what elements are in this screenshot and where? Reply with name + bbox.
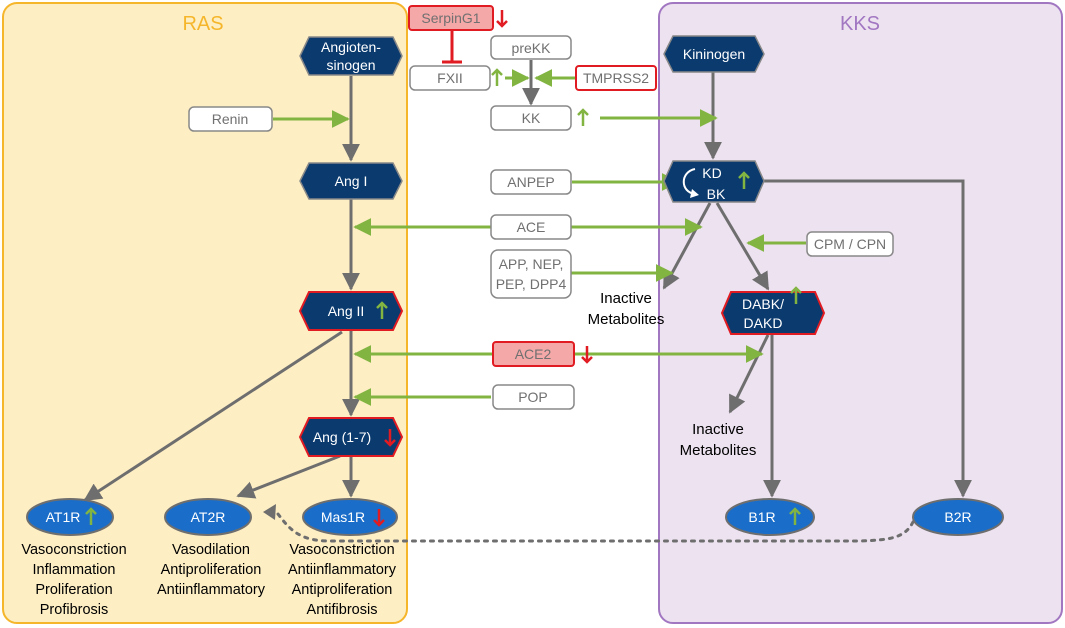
ace2-label: ACE2 — [515, 346, 552, 362]
at1r-label: AT1R — [46, 509, 81, 525]
node-kininogen: Kininogen — [663, 35, 765, 73]
serping1-down-regulation-icon — [496, 10, 508, 28]
box-anpep: ANPEP — [490, 169, 572, 195]
mas1r-effect-4: Antifibrosis — [307, 602, 378, 618]
receptor-b2r: B2R — [912, 498, 1004, 536]
ace-label: ACE — [517, 219, 546, 235]
ang2-label: Ang II — [328, 303, 365, 319]
effects-at2r: Vasodilation Antiproliferation Antiinfla… — [157, 542, 266, 598]
effects-mas1r: Vasoconstriction Antiinflammatory Antipr… — [288, 542, 397, 618]
app-line2: PEP, DPP4 — [496, 276, 567, 292]
box-fxii: FXII — [409, 65, 491, 91]
box-renin: Renin — [188, 106, 273, 132]
at1r-effect-1: Vasoconstriction — [21, 542, 126, 558]
at1r-up-regulation-icon — [85, 507, 97, 525]
box-app-nep: APP, NEP, PEP, DPP4 — [490, 249, 572, 299]
inactive-metabolites-2-line1: Inactive — [692, 421, 744, 438]
dotted-link-b2r-at2r — [276, 512, 915, 543]
ang2-up-regulation-icon — [376, 301, 388, 319]
receptor-at1r: AT1R — [26, 498, 114, 536]
node-angiotensinogen: Angioten- sinogen — [299, 36, 403, 76]
mas1r-effect-3: Antiproliferation — [292, 582, 393, 598]
box-cpm-cpn: CPM / CPN — [806, 231, 894, 257]
angiotensinogen-line2: sinogen — [326, 57, 375, 73]
at1r-effect-2: Inflammation — [32, 562, 115, 578]
kd-label: KD — [702, 165, 721, 181]
ang17-label: Ang (1-7) — [313, 429, 371, 445]
serping1-label: SerpinG1 — [421, 10, 480, 26]
kdbk-up-regulation-icon — [738, 171, 750, 189]
receptor-mas1r: Mas1R — [302, 498, 398, 536]
mas1r-label: Mas1R — [321, 509, 365, 525]
inactive-metabolites-1-line2: Metabolites — [588, 311, 665, 328]
dabk-line2: DAKD — [744, 315, 783, 331]
conversion-arrowhead-icon — [690, 189, 699, 198]
regulation-marks — [85, 10, 802, 527]
dotted-arrowhead — [263, 504, 276, 520]
box-pop: POP — [492, 384, 575, 410]
kk-up-regulation-icon — [577, 108, 589, 126]
at1r-effect-4: Profibrosis — [40, 602, 109, 618]
fxii-up-regulation-icon — [491, 68, 503, 86]
at1r-effect-3: Proliferation — [35, 582, 112, 598]
ang17-down-regulation-icon — [384, 429, 396, 447]
anpep-label: ANPEP — [507, 174, 554, 190]
box-serping1: SerpinG1 — [408, 5, 494, 31]
fxii-label: FXII — [437, 70, 463, 86]
arrow-kdbk-b2r — [764, 179, 972, 498]
tmprss2-label: TMPRSS2 — [583, 70, 649, 86]
box-ace2: ACE2 — [492, 341, 575, 367]
box-prekk: preKK — [490, 35, 572, 60]
b1r-label: B1R — [748, 509, 775, 525]
receptor-at2r: AT2R — [164, 498, 252, 536]
at2r-label: AT2R — [191, 509, 226, 525]
box-tmprss2: TMPRSS2 — [575, 65, 657, 91]
kks-title: KKS — [840, 13, 880, 35]
ang1-label: Ang I — [335, 173, 368, 189]
b1r-up-regulation-icon — [789, 507, 801, 525]
receptor-b1r: B1R — [725, 498, 815, 536]
node-ang1: Ang I — [299, 162, 403, 200]
mas1r-down-regulation-icon — [373, 509, 385, 527]
box-ace: ACE — [490, 214, 572, 240]
cpm-label: CPM / CPN — [814, 236, 886, 252]
node-kdbk: KD BK — [663, 160, 765, 203]
at2r-effect-3: Antiinflammatory — [157, 582, 266, 598]
app-line1: APP, NEP, — [499, 256, 564, 272]
arrow-kdbk-dabk — [715, 202, 770, 291]
arrow-ang2-at1r — [83, 330, 343, 502]
kininogen-label: Kininogen — [683, 46, 745, 62]
renin-label: Renin — [212, 111, 249, 127]
inactive-metabolites-2-line2: Metabolites — [680, 442, 757, 459]
kk-label: KK — [522, 110, 541, 126]
b2r-label: B2R — [944, 509, 971, 525]
at2r-effect-1: Vasodilation — [172, 542, 250, 558]
mas1r-effect-2: Antiinflammatory — [288, 562, 397, 578]
box-kk: KK — [490, 105, 572, 131]
angiotensinogen-line1: Angioten- — [321, 39, 381, 55]
node-ang17: Ang (1-7) — [298, 417, 404, 457]
effects-at1r: Vasoconstriction Inflammation Proliferat… — [21, 542, 126, 618]
bk-label: BK — [707, 186, 726, 202]
inactive-metabolites-1-line1: Inactive — [600, 290, 652, 307]
mas1r-effect-1: Vasoconstriction — [289, 542, 394, 558]
kks-region — [658, 2, 1063, 624]
node-dabk-dakd: DABK/ DAKD — [720, 291, 826, 335]
dabk-up-regulation-icon — [790, 286, 802, 304]
pop-label: POP — [518, 389, 548, 405]
node-ang2: Ang II — [298, 291, 404, 331]
prekk-label: preKK — [512, 40, 552, 56]
ace2-down-regulation-icon — [581, 346, 593, 364]
arrow-ang17-at2r — [236, 454, 341, 499]
ras-title: RAS — [182, 13, 223, 35]
dabk-line1: DABK/ — [742, 296, 784, 312]
at2r-effect-2: Antiproliferation — [161, 562, 262, 578]
